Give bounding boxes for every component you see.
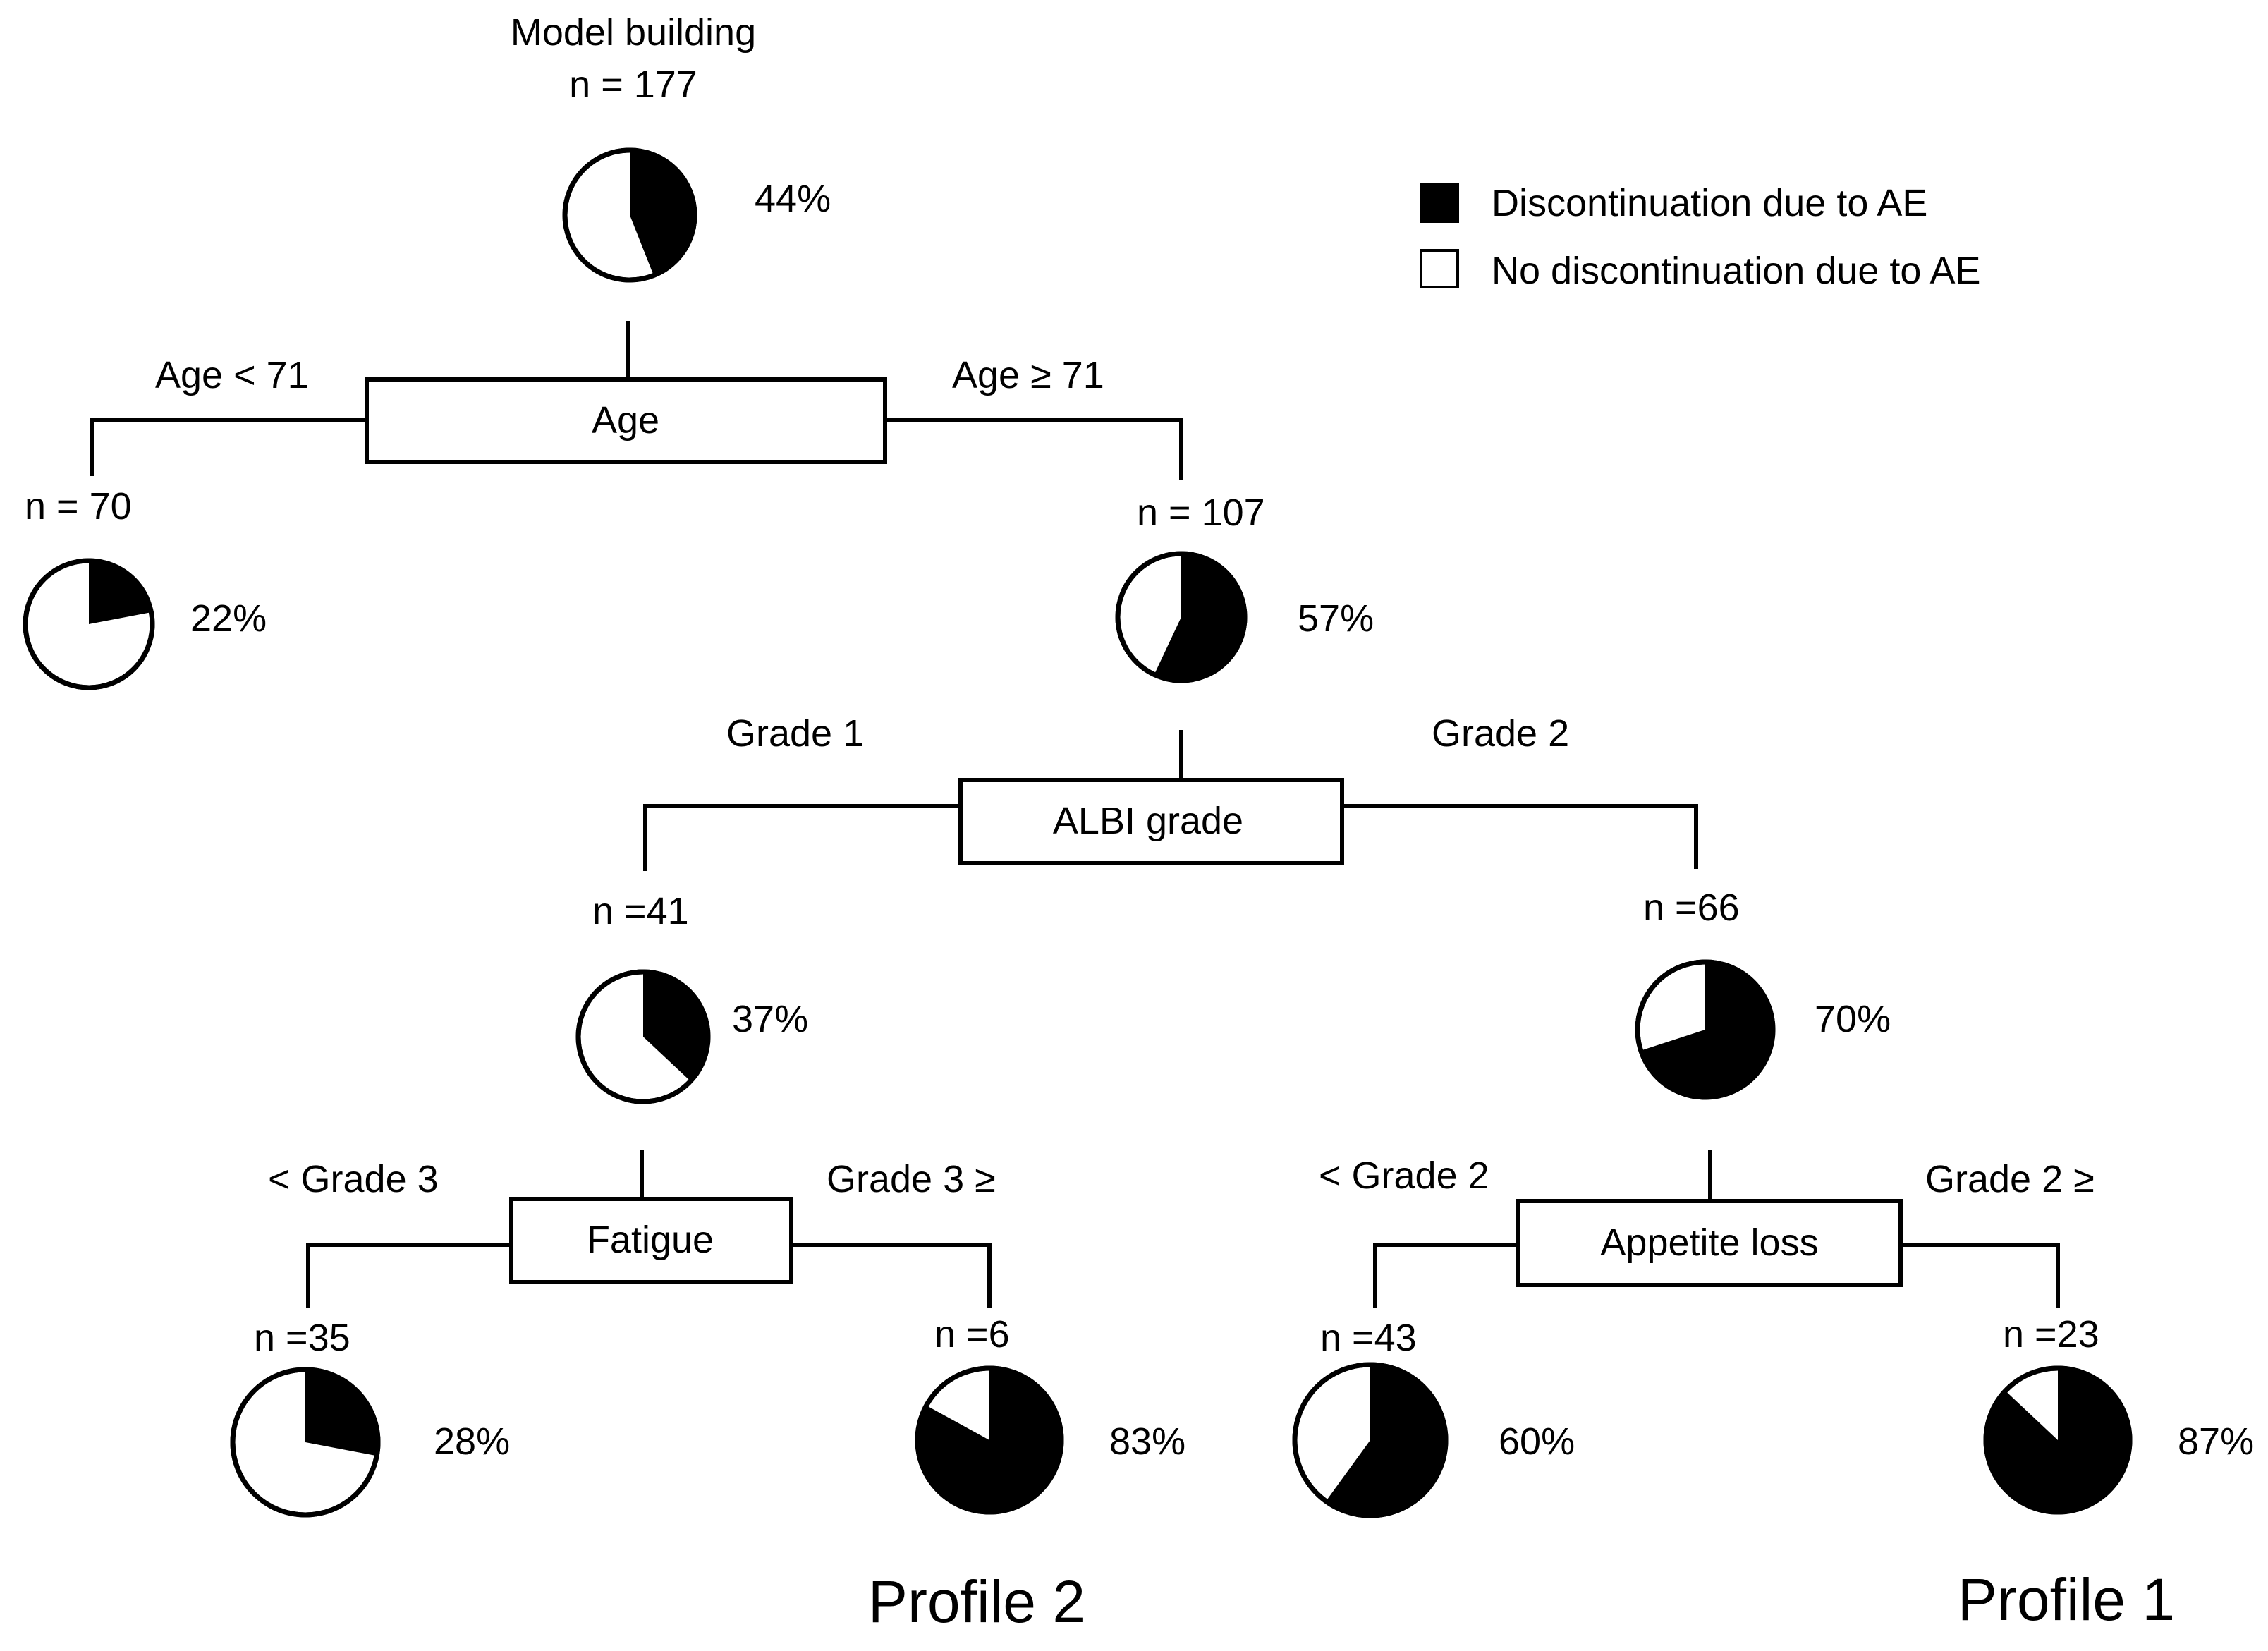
node-appetite-ge2-pct: 87% (2178, 1420, 2254, 1463)
node-age-lt71-n: n = 70 (25, 485, 132, 528)
connector-age-right (885, 418, 1183, 480)
node-albi-g1-pie-outline (575, 969, 711, 1104)
node-age-ge71-pie-outline (1115, 551, 1248, 683)
node-fatigue-ge3-n: n =6 (934, 1313, 1010, 1355)
node-fatigue-ge3-pie-discontinued-slice (917, 1368, 1061, 1512)
root-title: Model building (511, 11, 756, 54)
node-appetite-ge2-n: n =23 (2003, 1313, 2099, 1355)
node-albi-g2-pct: 70% (1815, 998, 1891, 1040)
node-age-ge71-pie-discontinued-slice (1154, 554, 1245, 681)
split-box-appetite (1516, 1199, 1903, 1287)
split-label-age: Age (592, 399, 659, 441)
node-age-ge71-pct: 57% (1298, 597, 1374, 640)
profile-2-label: Profile 2 (868, 1568, 1085, 1635)
node-appetite-ge2-pie-outline (1983, 1365, 2133, 1515)
connector-appetite-left (1373, 1243, 1518, 1308)
node-fatigue-ge3-pct: 83% (1109, 1420, 1185, 1463)
root-n: n = 177 (569, 63, 697, 106)
branch-label-age-left: Age < 71 (155, 354, 309, 396)
node-albi-g2-pie-outline (1635, 959, 1776, 1100)
node-fatigue-lt3-pct: 28% (434, 1420, 510, 1463)
node-albi-g1-pie (575, 969, 711, 1104)
split-box-fatigue (509, 1197, 793, 1284)
node-appetite-lt2-pct: 60% (1499, 1420, 1575, 1463)
node-age-lt71-pie-discontinued-slice (89, 561, 152, 624)
root-pct: 44% (755, 178, 831, 220)
branch-label-age-right: Age ≥ 71 (952, 354, 1104, 396)
connector-albi-right (1342, 804, 1698, 869)
node-fatigue-lt3-pie-discontinued-slice (305, 1370, 378, 1456)
node-age-ge71-n: n = 107 (1137, 492, 1265, 534)
profile-1-label: Profile 1 (1958, 1566, 2175, 1633)
node-fatigue-lt3-pie (230, 1367, 381, 1518)
split-box-albi (958, 778, 1344, 865)
connector-albi-left (643, 804, 961, 871)
connector-fatigue-right (791, 1243, 992, 1308)
branch-label-appetite-right: Grade 2 ≥ (1925, 1158, 2095, 1200)
legend-discontinued-label: Discontinuation due to AE (1492, 182, 1927, 224)
root-pie (562, 147, 697, 283)
node-fatigue-lt3-n: n =35 (254, 1317, 350, 1359)
root-pie-discontinued-slice (630, 150, 695, 276)
node-appetite-lt2-pie-discontinued-slice (1326, 1365, 1446, 1516)
legend-not-discontinued-swatch (1420, 249, 1459, 288)
root-pie-outline (562, 147, 697, 283)
connector-age-left (90, 418, 367, 476)
split-label-albi: ALBI grade (1053, 800, 1243, 842)
legend-not-discontinued-label: No discontinuation due to AE (1492, 250, 1980, 292)
node-fatigue-ge3-pie-outline (915, 1365, 1064, 1515)
node-appetite-lt2-pie-outline (1292, 1362, 1449, 1518)
node-age-lt71-pie (23, 558, 155, 690)
legend-discontinued-swatch (1420, 183, 1459, 223)
node-appetite-lt2-pie (1292, 1362, 1449, 1518)
node-albi-g1-n: n =41 (592, 890, 689, 932)
connector-fatigue-left (306, 1243, 511, 1308)
split-box-age (365, 377, 887, 464)
split-label-appetite: Appetite loss (1600, 1222, 1818, 1264)
branch-label-fatigue-left: < Grade 3 (268, 1158, 439, 1200)
node-age-lt71-pie-outline (23, 558, 155, 690)
node-age-lt71-pct: 22% (190, 597, 267, 640)
node-appetite-ge2-pie (1983, 1365, 2133, 1515)
node-albi-g2-pie (1635, 959, 1776, 1100)
node-appetite-lt2-n: n =43 (1320, 1317, 1417, 1359)
branch-label-albi-right: Grade 2 (1432, 712, 1569, 755)
node-albi-g2-n: n =66 (1643, 887, 1740, 929)
split-label-fatigue: Fatigue (587, 1219, 714, 1261)
node-albi-g1-pct: 37% (732, 998, 808, 1040)
connector-appetite-right (1901, 1243, 2060, 1308)
node-appetite-ge2-pie-discontinued-slice (1985, 1368, 2130, 1512)
node-age-ge71-pie (1115, 551, 1248, 683)
branch-label-fatigue-right: Grade 3 ≥ (827, 1158, 996, 1200)
node-fatigue-lt3-pie-outline (230, 1367, 381, 1518)
branch-label-albi-left: Grade 1 (726, 712, 864, 755)
node-albi-g2-pie-discontinued-slice (1640, 962, 1773, 1098)
branch-label-appetite-left: < Grade 2 (1319, 1155, 1489, 1197)
node-albi-g1-pie-discontinued-slice (643, 972, 709, 1081)
node-fatigue-ge3-pie (915, 1365, 1064, 1515)
